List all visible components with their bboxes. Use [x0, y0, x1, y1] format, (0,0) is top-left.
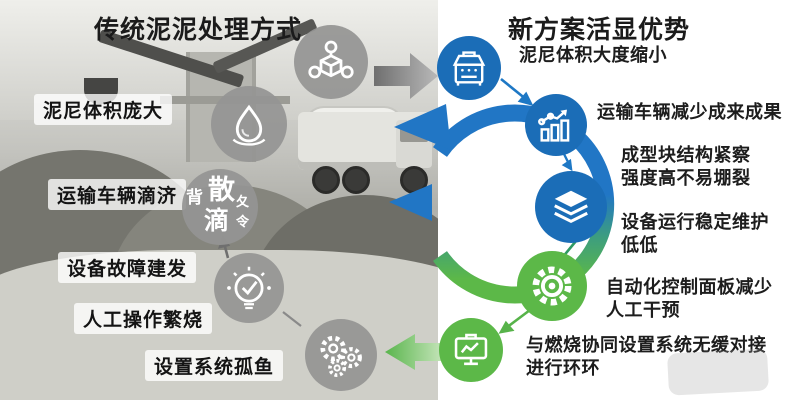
advantage-text-6: 与燃烧协同设置系统无缓对接 进行环环	[526, 334, 767, 380]
left-label-manual: 人工操作繁烧	[74, 303, 213, 334]
left-title: 传统泥泥处理方式	[94, 16, 303, 44]
gear-to-monitor-arrow	[498, 308, 531, 334]
left-label-system: 设置系统孤鱼	[145, 350, 284, 381]
advantage-line: 运输车辆减少成来成果	[597, 102, 782, 122]
compactor-to-chart-arrow	[500, 77, 534, 107]
truck-wheel	[342, 166, 370, 194]
advantage-line: 强度高不易堋裂	[621, 168, 751, 188]
gray-right-arrow	[374, 53, 438, 99]
layers-icon	[535, 171, 607, 243]
left-label-transport: 运输车辆滴济	[48, 179, 187, 210]
advantage-text-1: 泥尼体积大度缩小	[519, 44, 667, 67]
right-title: 新方案活显优势	[508, 16, 691, 44]
watermark-blob	[666, 348, 770, 396]
connector-line-gears	[282, 311, 302, 327]
advantage-line: 人工干预	[606, 300, 680, 320]
left-label-volume: 泥尼体积庞大	[34, 94, 173, 125]
bubble-frag-right-top: 夂	[236, 194, 250, 209]
advantage-text-2: 运输车辆减少成来成果	[597, 101, 782, 124]
compactor-icon	[437, 36, 501, 100]
water-drop-icon	[211, 86, 287, 162]
advantage-line: 自动化控制面板减少	[606, 277, 773, 297]
advantage-text-3: 成型块结构紧察 强度高不易堋裂	[621, 144, 751, 190]
advantage-line: 与燃烧协同设置系统无缓对接	[526, 335, 767, 355]
monitor-icon	[439, 318, 503, 382]
advantage-line: 泥尼体积大度缩小	[519, 45, 667, 65]
cycle-arc-arrowhead	[394, 104, 451, 150]
left-label-equipment: 设备故障建发	[58, 252, 197, 283]
advantage-text-5: 自动化控制面板减少 人工干预	[606, 276, 773, 322]
advantage-line: 成型块结构紧察	[621, 145, 751, 165]
advantage-line: 进行环环	[526, 358, 600, 378]
blue-left-arrowhead	[389, 184, 432, 221]
truck-wheel	[312, 166, 340, 194]
lightbulb-check-icon	[214, 253, 284, 323]
cube-network-icon	[294, 25, 368, 99]
green-left-arrow	[385, 334, 447, 370]
bubble-char-top: 散	[208, 175, 235, 205]
gear-icon	[517, 251, 587, 321]
growth-chart-icon	[525, 94, 587, 156]
bubble-frag-left: 背	[186, 188, 203, 207]
bubble-frag-right-bottom: 令	[236, 214, 250, 229]
bubble-char-bottom: 滴	[204, 207, 230, 235]
advantage-line: 设备运行稳定维护	[621, 212, 769, 232]
gears-icon	[305, 319, 377, 391]
advantage-text-4: 设备运行稳定维护 低低	[621, 211, 769, 257]
scatter-text-bubble: 散 滴 背 夂 令	[182, 169, 258, 245]
advantage-line: 低低	[621, 235, 658, 255]
